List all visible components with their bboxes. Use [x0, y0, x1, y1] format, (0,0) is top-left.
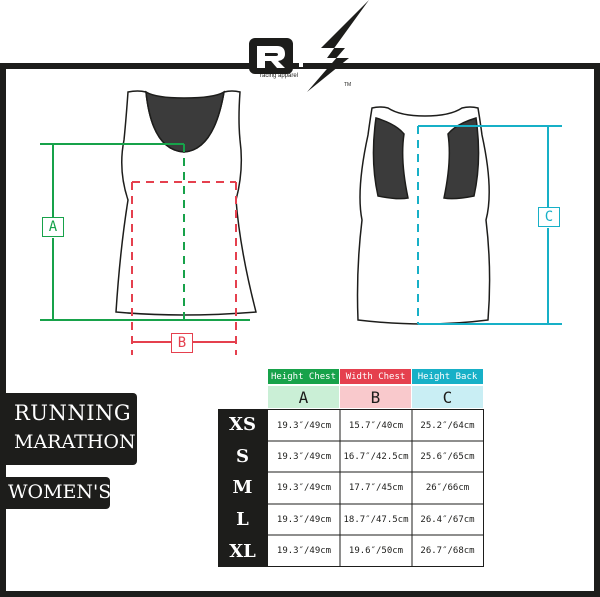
column-letter-c: C: [412, 386, 483, 408]
size-xl: XL: [229, 541, 256, 562]
cell-xl-c: 26.7″/68cm: [420, 545, 475, 556]
measurement-grid: 19.3″/49cm 15.7″/40cm 25.2″/64cm 19.3″/4…: [267, 409, 484, 567]
cell-m-a: 19.3″/49cm: [276, 482, 332, 493]
size-s: S: [236, 446, 249, 467]
front-tank-top: [115, 90, 257, 316]
size-xs: XS: [229, 414, 256, 435]
cell-xs-c: 25.2″/64cm: [420, 420, 475, 431]
tag-marathon: MARATHON: [14, 431, 136, 453]
cell-l-c: 26.4″/67cm: [420, 514, 475, 525]
tag-womens: WOMEN'S: [8, 481, 112, 503]
running-marathon-tag: RUNNING MARATHON: [0, 393, 137, 465]
header-height-back: Height Back: [412, 369, 483, 384]
logo-wordmark: racing apparel: [259, 73, 299, 79]
cell-l-a: 19.3″/49cm: [276, 514, 332, 525]
measure-c-lines: [417, 125, 562, 325]
tag-running: RUNNING: [14, 401, 132, 425]
back-tank-top: [356, 106, 491, 325]
size-column: XS S M L XL: [218, 409, 267, 567]
cell-s-a: 19.3″/49cm: [276, 451, 332, 462]
cell-m-b: 17.7″/45cm: [348, 482, 404, 493]
measure-b-label: B: [171, 333, 193, 353]
measure-a-lines: [40, 143, 250, 321]
header-width-chest: Width Chest: [340, 369, 411, 384]
racing-apparel-logo: [249, 0, 369, 92]
cell-xl-a: 19.3″/49cm: [276, 545, 332, 556]
cell-s-c: 25.6″/65cm: [420, 451, 475, 462]
cell-m-c: 26″/66cm: [425, 482, 470, 493]
measure-c-label: C: [538, 207, 560, 227]
womens-tag: WOMEN'S: [0, 477, 112, 509]
cell-xl-b: 19.6″/50cm: [348, 545, 404, 556]
trademark: TM: [344, 82, 352, 88]
measure-a-label: A: [42, 217, 64, 237]
cell-xs-a: 19.3″/49cm: [276, 420, 332, 431]
cell-xs-b: 15.7″/40cm: [348, 420, 404, 431]
cell-s-b: 16.7″/42.5cm: [343, 451, 409, 462]
measure-b-lines: [131, 181, 237, 355]
size-m: M: [232, 477, 253, 498]
grid-lines: [268, 410, 483, 566]
column-letter-b: B: [340, 386, 411, 408]
column-letter-a: A: [268, 386, 339, 408]
header-height-chest: Height Chest: [268, 369, 339, 384]
cell-l-b: 18.7″/47.5cm: [343, 514, 409, 525]
size-l: L: [236, 509, 249, 530]
